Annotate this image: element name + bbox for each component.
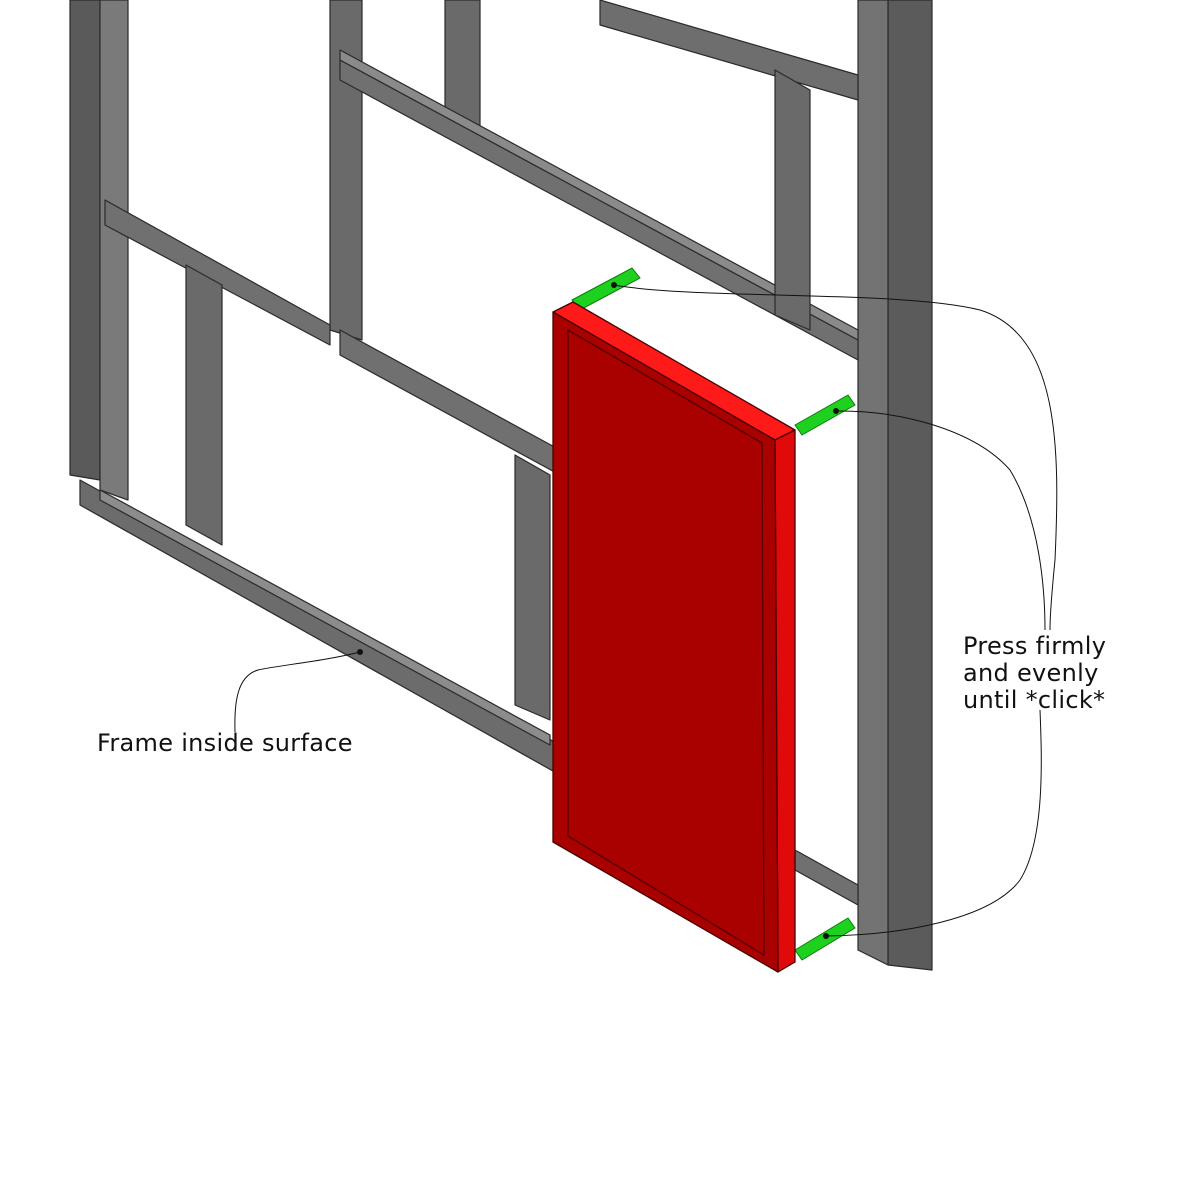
frame-left-post	[69, 0, 101, 481]
frame-right-post-inner	[857, 0, 889, 966]
frame-lower-post-a	[185, 264, 223, 546]
frame-lower-post-b	[514, 454, 551, 721]
frame-left-post-inner	[99, 0, 129, 501]
frame-bottom-rail-top	[99, 489, 551, 746]
frame-right-post	[887, 0, 933, 971]
label-press-instruction: Press firmly and evenly until *click*	[963, 632, 1107, 714]
green-clip-pins	[571, 267, 856, 961]
panel-inner-rim	[567, 329, 765, 956]
leader-lines	[234, 284, 1058, 937]
clip-pin-top	[571, 267, 641, 311]
panel-front	[552, 311, 779, 973]
frame-mid-right-post	[774, 69, 811, 331]
frame-mid-rail	[104, 199, 331, 346]
frame-top-rail	[599, 0, 859, 101]
frame-center-post	[329, 0, 363, 341]
leader-frame-surface	[234, 651, 361, 733]
clip-pin-middle	[794, 394, 856, 436]
frame-mid-rail-2	[339, 329, 561, 476]
frame-lower-right-rail	[794, 849, 859, 906]
red-panel	[552, 301, 796, 973]
leader-clip-top	[613, 284, 1058, 631]
leader-clip-middle	[835, 410, 1046, 631]
label-frame-inside-surface: Frame inside surface	[97, 729, 353, 757]
frame-upper-rail-top	[339, 49, 859, 341]
wall-frame	[69, 0, 933, 971]
leader-clip-bottom	[825, 709, 1042, 937]
clip-pin-bottom	[794, 917, 856, 961]
